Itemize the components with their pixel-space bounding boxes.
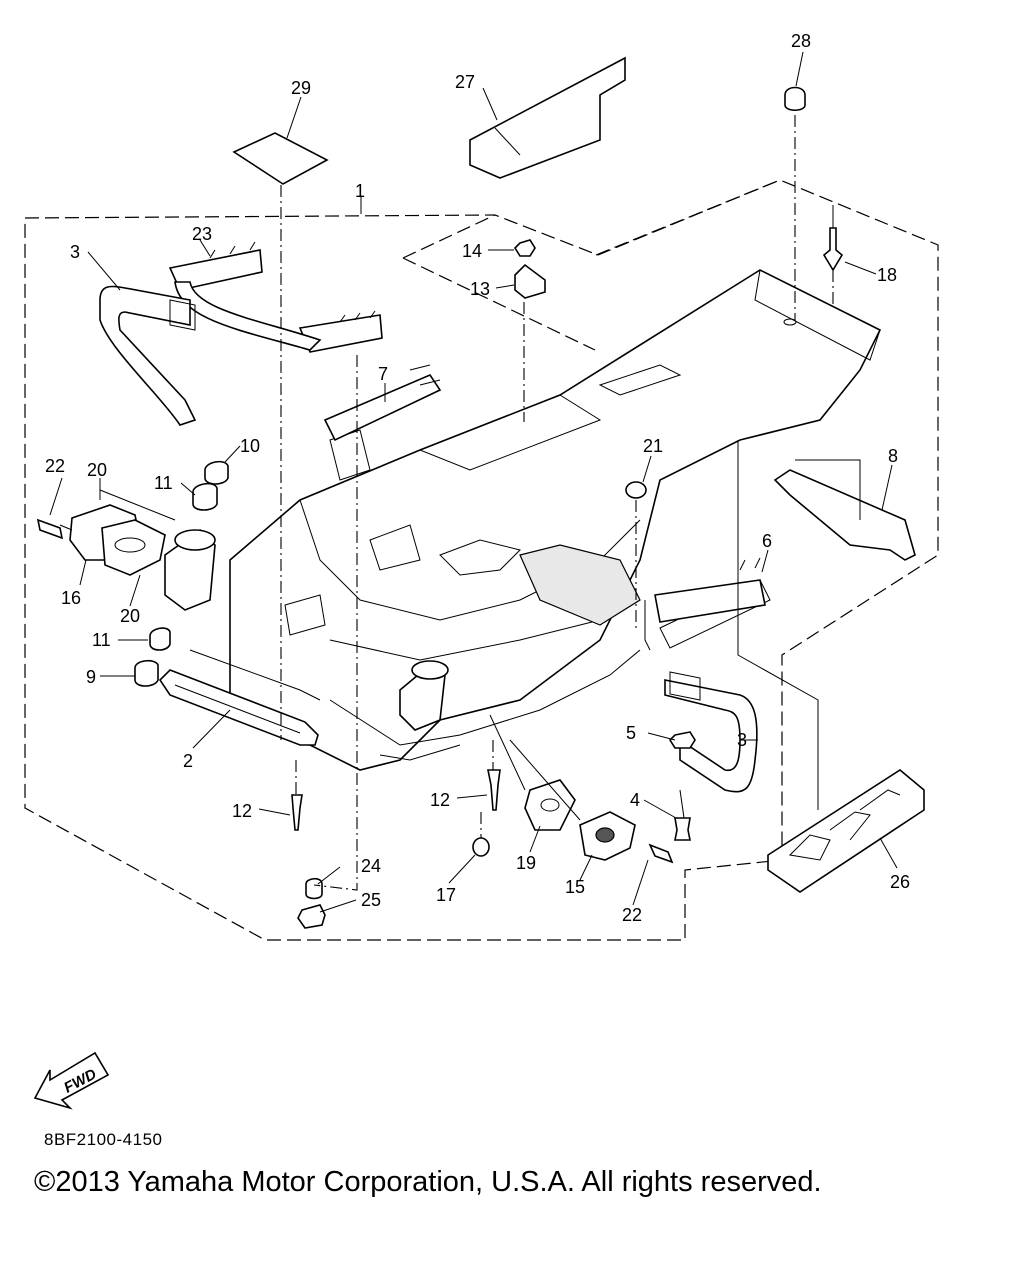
footrest-assembly	[168, 241, 442, 442]
front-bumper	[158, 649, 321, 746]
side-brackets	[654, 469, 916, 623]
callout-20b: 20	[120, 606, 140, 626]
callout-1: 1	[355, 181, 365, 201]
callout-4: 4	[630, 790, 640, 810]
callout-28: 28	[791, 31, 811, 51]
callout-27: 27	[455, 72, 475, 92]
callout-18: 18	[877, 265, 897, 285]
callout-12b: 12	[430, 790, 450, 810]
callout-leaders	[49, 51, 898, 913]
callout-15: 15	[565, 877, 585, 897]
mount-plates	[69, 504, 636, 861]
callout-9: 9	[86, 667, 96, 687]
callout-21: 21	[643, 436, 663, 456]
callout-11a: 11	[154, 473, 173, 493]
small-hardware	[36, 86, 844, 929]
callout-23: 23	[192, 224, 212, 244]
grab-bars	[99, 285, 758, 793]
decals-and-covers	[232, 56, 925, 893]
frame-body	[229, 269, 882, 771]
callout-12a: 12	[232, 801, 252, 821]
callout-8: 8	[888, 446, 898, 466]
callout-14: 14	[462, 241, 482, 261]
callout-3a: 3	[70, 242, 80, 262]
callout-20a: 20	[87, 460, 107, 480]
guide-lines	[59, 115, 861, 891]
parts-diagram: 1 2 3 3 4 5 6 7 8 9 10 11 11 12 12 13 14…	[24, 31, 939, 1110]
part-code: 8BF2100-4150	[44, 1130, 163, 1149]
callout-6: 6	[762, 531, 772, 551]
callout-11b: 11	[92, 630, 111, 650]
copyright-notice: ©2013 Yamaha Motor Corporation, U.S.A. A…	[34, 1166, 822, 1198]
callout-29: 29	[291, 78, 311, 98]
callout-26: 26	[890, 872, 910, 892]
assembly-boundary	[24, 179, 939, 941]
callout-25: 25	[361, 890, 381, 910]
callout-2: 2	[183, 751, 193, 771]
callout-10: 10	[240, 436, 260, 456]
callout-3b: 3	[737, 730, 747, 750]
callout-22b: 22	[622, 905, 642, 925]
front-mounts	[134, 460, 449, 731]
callout-24: 24	[361, 856, 381, 876]
fwd-arrow-icon: FWD	[33, 1051, 110, 1110]
callout-19: 19	[516, 853, 536, 873]
callout-17: 17	[436, 885, 456, 905]
callout-labels: 1 2 3 3 4 5 6 7 8 9 10 11 11 12 12 13 14…	[45, 31, 910, 925]
callout-16: 16	[61, 588, 81, 608]
callout-13: 13	[470, 279, 490, 299]
callout-7: 7	[378, 364, 388, 384]
callout-22a: 22	[45, 456, 65, 476]
callout-5: 5	[626, 723, 636, 743]
